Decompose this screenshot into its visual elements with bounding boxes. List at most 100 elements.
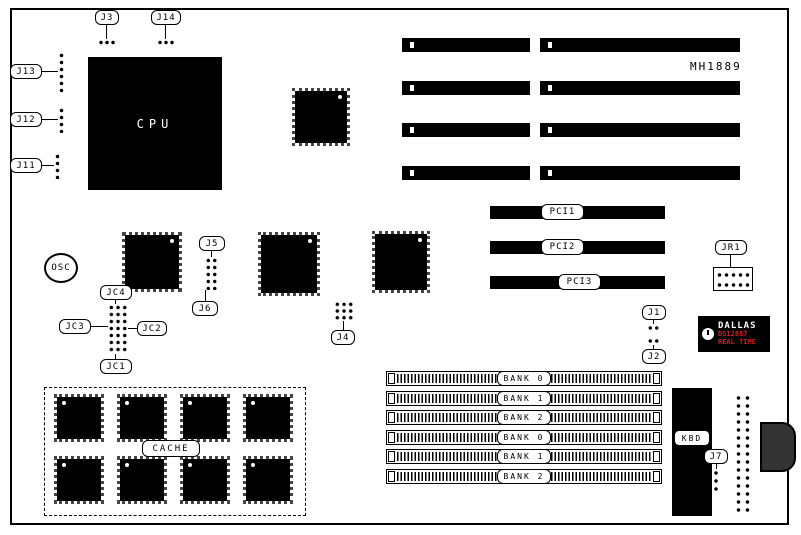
jumper-j4	[334, 301, 354, 321]
simm-socket-6: BANK 2	[386, 469, 662, 484]
connector-label-j13: J13	[10, 64, 42, 79]
isa-slot	[540, 38, 740, 52]
bank-label: BANK 0	[497, 430, 551, 445]
connector-label-j6: J6	[192, 301, 218, 316]
connector-label-j11: J11	[10, 158, 42, 173]
leader-line-j4	[343, 321, 344, 330]
jumper-block-jc	[108, 304, 128, 354]
simm-latch	[388, 412, 395, 423]
simm-latch	[653, 471, 660, 482]
cache-chip	[54, 394, 104, 442]
simm-latch	[653, 373, 660, 384]
isa-slot	[540, 123, 740, 137]
isa-slot	[402, 81, 530, 95]
clock-icon	[702, 328, 714, 340]
connector-label-jc1: JC1	[100, 359, 132, 374]
cpu-chip: CPU	[88, 57, 222, 190]
rtc-part-number: DS12887	[718, 330, 748, 339]
jumper-j2	[647, 337, 660, 345]
connector-label-jc4: JC4	[100, 285, 132, 300]
cache-region	[44, 387, 306, 516]
connector-label-j1: J1	[642, 305, 666, 320]
cpu-label: CPU	[136, 116, 174, 131]
leader-line-jc2	[128, 328, 137, 329]
oscillator-label: OSC	[51, 263, 71, 273]
isa-slot	[402, 123, 530, 137]
bank-label: BANK 2	[497, 410, 551, 425]
leader-line-j6	[205, 290, 206, 301]
connector-label-j12: J12	[10, 112, 42, 127]
jumper-j3	[98, 39, 116, 46]
jumper-j1	[647, 324, 660, 332]
jumper-j14	[157, 39, 175, 46]
leader-line-j12	[42, 119, 58, 120]
leader-line-j13	[42, 71, 58, 72]
bank-label: BANK 1	[497, 449, 551, 464]
chipset-chip-middle	[258, 232, 320, 296]
leader-line-j1	[653, 320, 654, 324]
cache-chip	[117, 456, 167, 504]
simm-socket-5: BANK 1	[386, 449, 662, 464]
connector-label-j7: J7	[704, 449, 728, 464]
chipset-chip-right	[372, 231, 430, 293]
cache-chip	[243, 394, 293, 442]
rtc-text: DALLAS DS12887 REAL TIME	[718, 320, 757, 346]
isa-slot	[402, 166, 530, 180]
simm-latch	[388, 432, 395, 443]
right-pin-header	[734, 394, 753, 516]
connector-label-j4: J4	[331, 330, 355, 345]
board-outline	[10, 8, 789, 525]
simm-latch	[653, 451, 660, 462]
cache-label: CACHE	[142, 440, 200, 457]
leader-line-jc4	[115, 300, 116, 304]
cache-chip	[243, 456, 293, 504]
simm-latch	[653, 432, 660, 443]
oscillator: OSC	[44, 253, 78, 283]
connector-label-j14: J14	[151, 10, 181, 25]
leader-line-jc1	[115, 354, 116, 359]
simm-latch	[388, 471, 395, 482]
connector-label-j2: J2	[642, 349, 666, 364]
keyboard-din-connector	[760, 422, 796, 472]
simm-socket-4: BANK 0	[386, 430, 662, 445]
simm-latch	[653, 412, 660, 423]
chipset-chip-top	[292, 88, 350, 146]
isa-slot	[540, 81, 740, 95]
header-jr1-pins	[716, 270, 750, 288]
leader-line-j14	[165, 25, 166, 39]
part-number: MH1889	[690, 60, 742, 73]
rtc-brand: DALLAS	[718, 320, 757, 331]
leader-line-jc3	[91, 326, 108, 327]
leader-line-jr1	[730, 255, 731, 267]
leader-line-j2	[653, 345, 654, 349]
connector-label-j5: J5	[199, 236, 225, 251]
bank-label: BANK 1	[497, 391, 551, 406]
cache-chip	[54, 456, 104, 504]
header-j13	[58, 52, 65, 94]
simm-socket-1: BANK 0	[386, 371, 662, 386]
rtc-module: DALLAS DS12887 REAL TIME	[698, 316, 770, 352]
header-jr1	[713, 267, 753, 291]
connector-label-jc3: JC3	[59, 319, 91, 334]
cache-chip	[117, 394, 167, 442]
leader-line-j11	[42, 165, 54, 166]
header-j11	[54, 153, 61, 179]
connector-label-jr1: JR1	[715, 240, 747, 255]
kbd-label: KBD	[674, 430, 710, 446]
leader-line-j7	[716, 464, 717, 469]
connector-label-jc2: JC2	[137, 321, 167, 336]
connector-label-j3: J3	[95, 10, 119, 25]
header-j12	[58, 107, 65, 133]
simm-socket-2: BANK 1	[386, 391, 662, 406]
simm-socket-3: BANK 2	[386, 410, 662, 425]
leader-line-j5	[211, 251, 212, 257]
cache-chip	[180, 394, 230, 442]
jumper-j5-j6	[205, 257, 218, 290]
leader-line-j3	[106, 25, 107, 39]
pci-slot-label-1: PCI1	[541, 204, 584, 220]
isa-slot	[540, 166, 740, 180]
simm-latch	[388, 373, 395, 384]
jumper-j7	[712, 469, 720, 493]
simm-latch	[388, 393, 395, 404]
